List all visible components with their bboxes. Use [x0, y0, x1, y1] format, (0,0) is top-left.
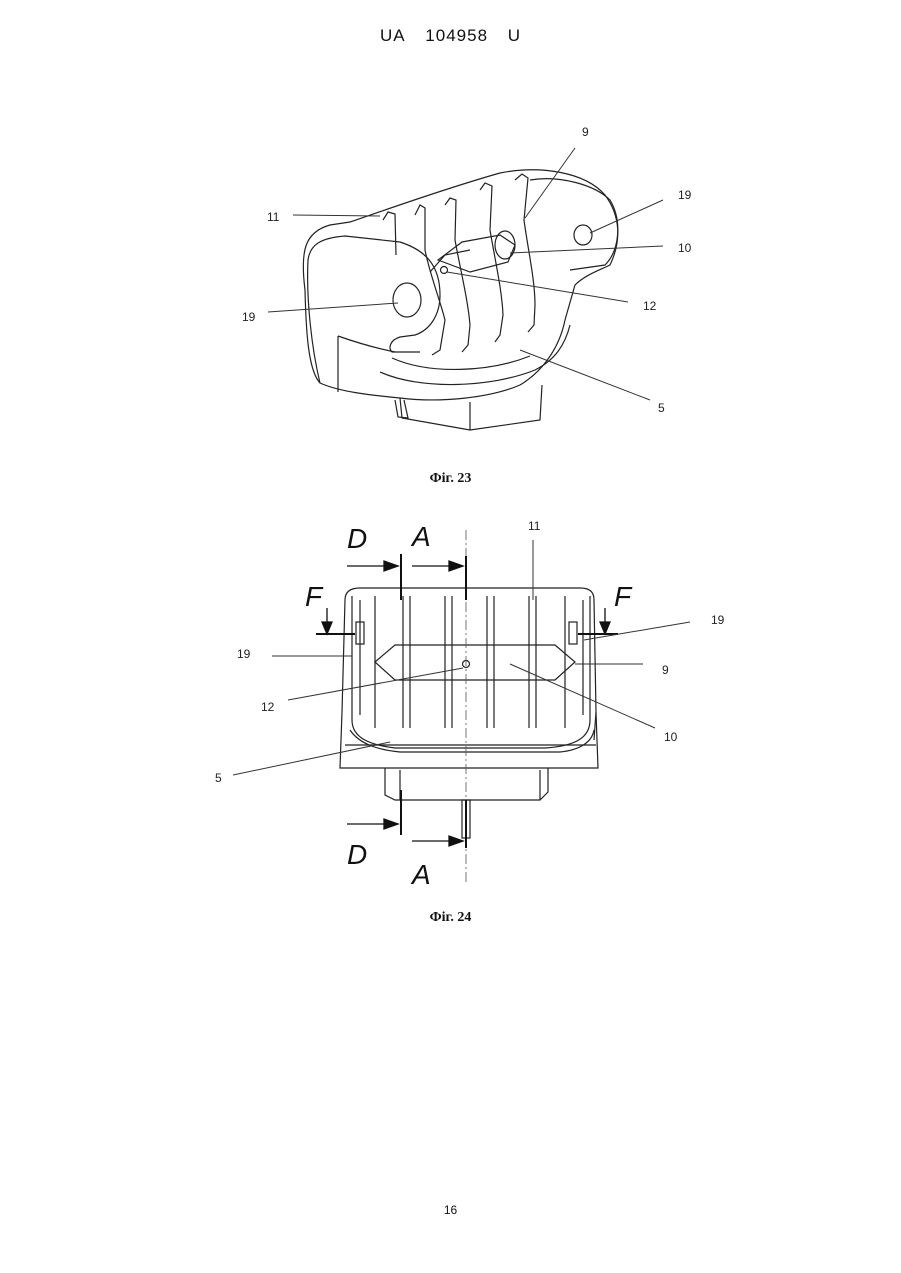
figure-24-caption: Фіг. 24 [0, 910, 901, 926]
label-a-bottom: A [410, 859, 431, 890]
leader-5 [520, 350, 650, 400]
arrowhead-d-top [384, 561, 398, 571]
leader-5 [233, 742, 390, 775]
base-edges [400, 770, 540, 800]
lower-rail [380, 325, 570, 385]
label-12: 12 [261, 700, 275, 714]
label-10: 10 [664, 730, 678, 744]
office-code: UA [380, 26, 406, 45]
leader-9 [525, 148, 575, 218]
arrowhead-d-bottom [384, 819, 398, 829]
label-9: 9 [662, 663, 669, 677]
page-number: 16 [0, 1203, 901, 1217]
base-block [385, 768, 548, 800]
arrowhead-a-bottom [449, 836, 463, 846]
leader-19-right [590, 200, 663, 233]
shaft-flange [430, 250, 470, 272]
document-kind: U [508, 26, 521, 45]
label-19-right: 19 [678, 188, 692, 202]
patent-number: 104958 [425, 26, 488, 45]
shaft-end [495, 231, 515, 259]
arrowhead-f-left [322, 622, 332, 634]
fins [375, 596, 565, 728]
left-side-plate [308, 236, 440, 383]
base-block-outline [400, 385, 542, 430]
left-pin-hole [393, 283, 421, 317]
label-5: 5 [215, 771, 222, 785]
leader-10 [510, 246, 663, 253]
housing-top [345, 588, 596, 740]
patent-header: UA 104958 U [0, 26, 901, 46]
label-f-left: F [305, 581, 324, 612]
label-d-bottom: D [347, 839, 367, 870]
leader-11 [293, 215, 380, 216]
lower-rail [350, 730, 594, 752]
fin-0 [383, 212, 396, 255]
label-19-right: 19 [711, 613, 725, 627]
plate-bottom-curve [338, 336, 395, 352]
leader-19-left [268, 303, 398, 312]
hole-12 [441, 267, 448, 274]
label-f-right: F [614, 581, 633, 612]
label-12: 12 [643, 299, 657, 313]
hex-shaft-10 [375, 645, 575, 680]
label-a-top: A [410, 521, 431, 552]
lower-rail-inner [392, 356, 530, 369]
leader-12 [447, 272, 628, 302]
label-9: 9 [582, 125, 589, 139]
fin-3 [480, 183, 503, 342]
arrowhead-a-top [449, 561, 463, 571]
label-11: 11 [528, 519, 541, 533]
figure-23-drawing: 9 19 11 10 19 12 5 [200, 95, 720, 470]
arrowhead-f-right [600, 622, 610, 634]
slot-right [569, 622, 577, 644]
label-19-left: 19 [237, 647, 251, 661]
figure-24-drawing: D A F F D A 11 19 19 9 12 10 5 [200, 510, 760, 895]
housing-outline [303, 170, 618, 400]
label-11: 11 [267, 210, 280, 224]
housing-outline [340, 600, 598, 768]
label-d-top: D [347, 523, 367, 554]
housing-inner [352, 596, 590, 748]
right-pin-hole [574, 225, 592, 245]
leader-19-right [584, 622, 690, 640]
figure-23-caption: Фіг. 23 [0, 471, 901, 487]
label-19-left: 19 [242, 310, 256, 324]
label-10: 10 [678, 241, 692, 255]
label-5: 5 [658, 401, 665, 415]
